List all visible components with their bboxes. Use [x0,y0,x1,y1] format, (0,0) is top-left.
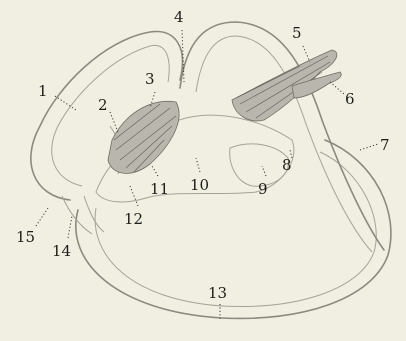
label-15: 15 [16,228,35,246]
label-11: 11 [150,180,169,198]
lower-loop-inner [95,152,376,307]
label-5: 5 [292,24,302,42]
label-12: 12 [124,210,143,228]
label-9: 9 [258,180,268,198]
right-tube-outer [180,22,384,250]
right-tube-inner [196,36,372,252]
label-6: 6 [345,90,355,108]
label-14: 14 [52,242,71,260]
label-7: 7 [380,136,390,154]
connector-b [84,196,104,232]
label-4: 4 [174,8,184,26]
label-13: 13 [208,284,227,302]
muscle-left [108,101,179,173]
muscle-right [232,50,341,121]
label-2: 2 [98,96,108,114]
label-8: 8 [282,156,292,174]
label-3: 3 [145,70,155,88]
label-1: 1 [38,82,48,100]
label-10: 10 [190,176,209,194]
